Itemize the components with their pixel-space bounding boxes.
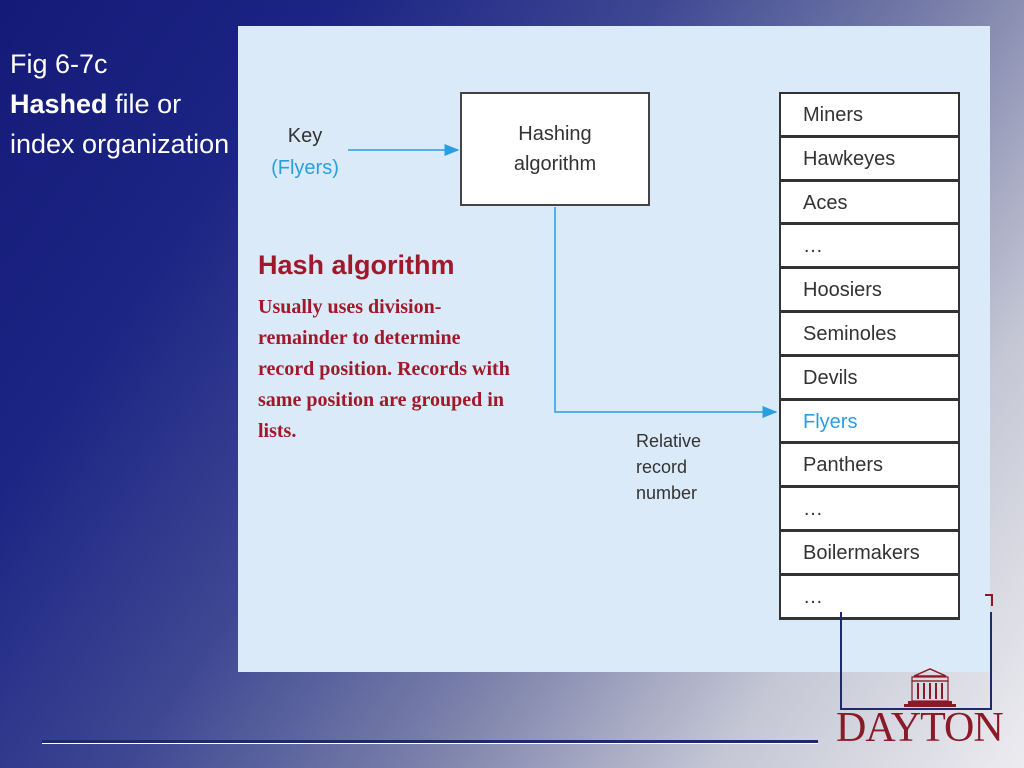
slide-title-bold: Hashed: [10, 89, 108, 119]
record-arrow: [554, 207, 778, 418]
record-slot: Boilermakers: [781, 532, 958, 576]
slide-title-rest: file or index organization: [10, 89, 230, 159]
diagram-arrows: [348, 144, 778, 418]
record-slot: …: [781, 225, 958, 270]
record-slot: …: [781, 488, 958, 532]
hash-algorithm-description: Usually uses division-remainder to deter…: [258, 296, 510, 442]
footer-rule: [42, 740, 818, 743]
relative-record-label: Relative record number: [636, 431, 702, 503]
record-slot: Aces: [781, 182, 958, 226]
university-building-icon: [904, 668, 956, 707]
record-slot: Miners: [781, 94, 958, 138]
key-value: (Flyers): [271, 157, 339, 179]
logo-frame: [840, 612, 992, 710]
figure-panel: Key (Flyers) Hashing algorithm Hash algo…: [238, 26, 990, 672]
record-slot: …: [781, 576, 958, 620]
record-slot: Hawkeyes: [781, 138, 958, 182]
hashing-algorithm-label: Hashing algorithm: [513, 123, 597, 175]
slide-title: Fig 6-7c Hashed file or index organizati…: [10, 44, 238, 164]
record-slot: Hoosiers: [781, 269, 958, 313]
record-slot: Flyers: [781, 401, 958, 445]
slide-title-line1: Fig 6-7c: [10, 49, 108, 79]
hashing-algorithm-box: Hashing algorithm: [460, 92, 650, 206]
record-slot: Seminoles: [781, 313, 958, 357]
key-label: Key: [287, 125, 323, 147]
record-slot: Devils: [781, 357, 958, 401]
hash-algorithm-heading: Hash algorithm: [258, 250, 455, 280]
record-slot: Panthers: [781, 444, 958, 489]
logo-corner-mark: [985, 594, 993, 606]
dayton-logo-text: DAYTON: [836, 705, 1004, 751]
